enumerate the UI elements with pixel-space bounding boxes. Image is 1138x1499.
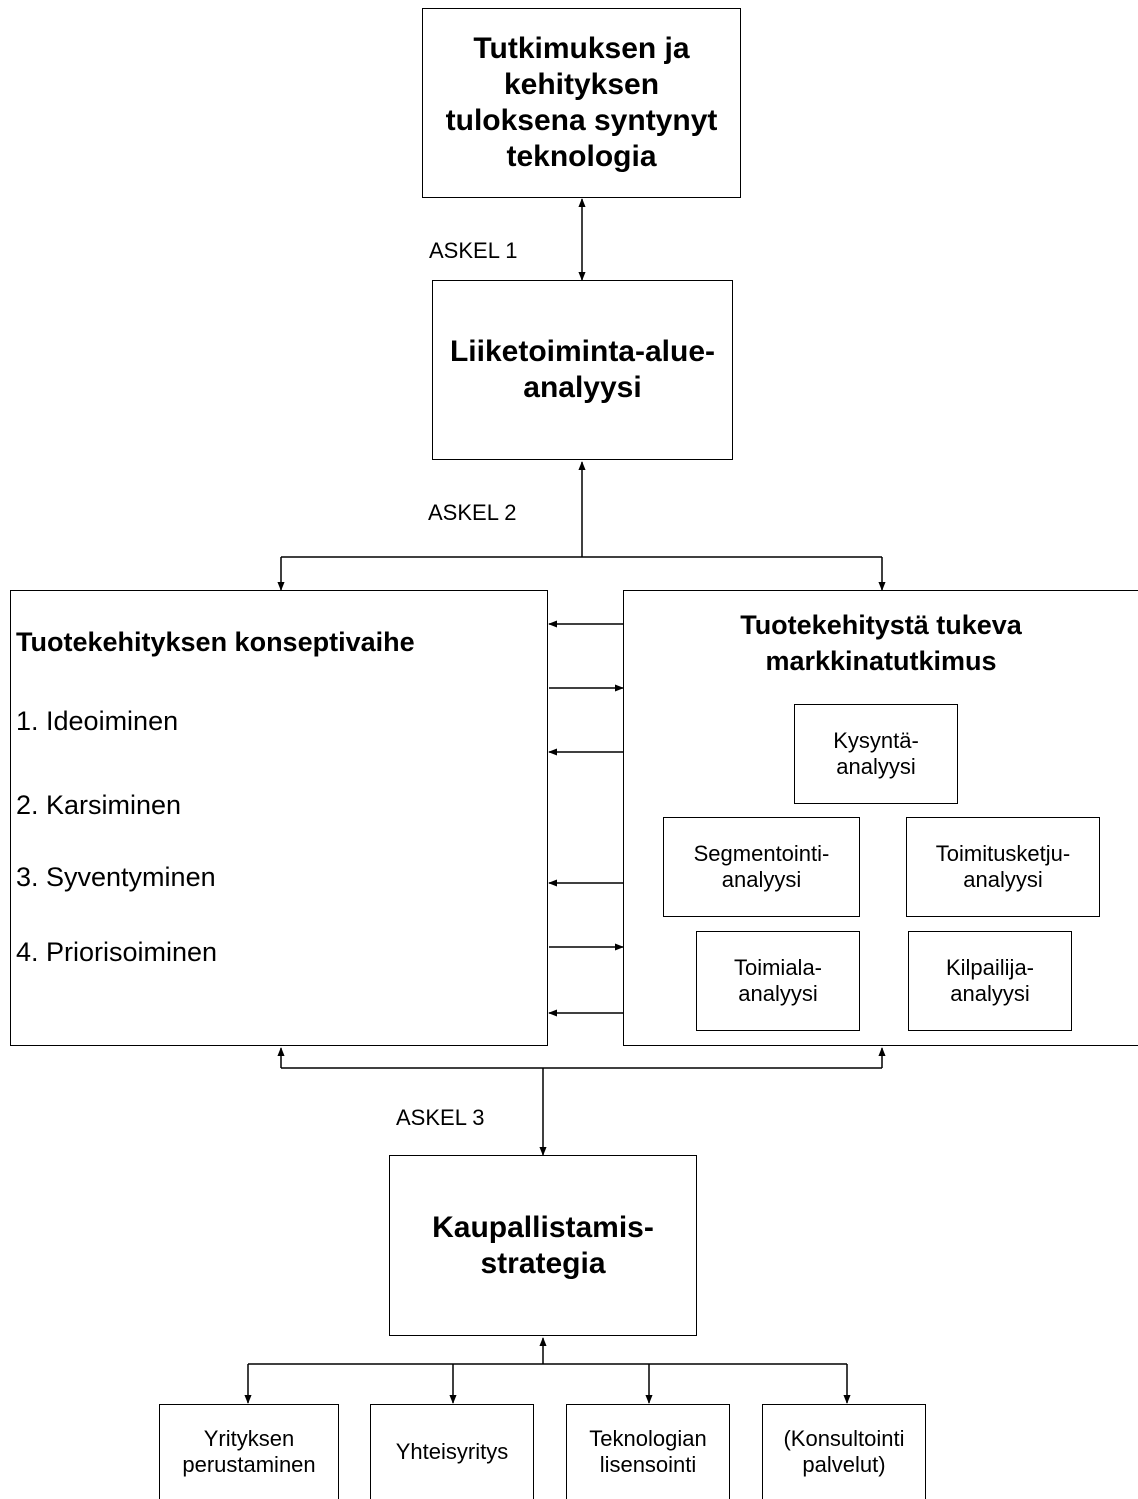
- concept-phase-box: [10, 590, 548, 1046]
- option-label-1: Yrityksen perustaminen: [182, 1426, 316, 1477]
- technology-label: Tutkimuksen ja kehityksen tuloksena synt…: [445, 32, 718, 173]
- option-label-2: Yhteisyritys: [395, 1439, 509, 1464]
- concept-phase-title: Tuotekehityksen konseptivaihe: [16, 627, 415, 657]
- step-1-label: ASKEL 1: [429, 238, 518, 263]
- segmentation-analysis-box: Segmentointi-analyysi: [663, 817, 860, 917]
- concept-step-4: 4. Priorisoiminen: [16, 937, 218, 967]
- concept-step-2: 2. Karsiminen: [16, 790, 182, 820]
- business-area-box: Liiketoiminta-alue-analyysi: [432, 280, 733, 460]
- supply-chain-analysis-box: Toimitusketju-analyysi: [906, 817, 1100, 917]
- industry-analysis-label: Toimiala-analyysi: [733, 955, 823, 1006]
- option-box-1: Yrityksen perustaminen: [159, 1404, 339, 1499]
- segmentation-analysis-label: Segmentointi-analyysi: [693, 841, 830, 892]
- competitor-analysis-box: Kilpailija-analyysi: [908, 931, 1072, 1031]
- commercialization-label: Kaupallistamis-strategia: [432, 1210, 654, 1280]
- step-3-label: ASKEL 3: [396, 1105, 485, 1130]
- demand-analysis-box: Kysyntä-analyysi: [794, 704, 958, 804]
- option-box-2: Yhteisyritys: [370, 1404, 534, 1499]
- supply-chain-analysis-label: Toimitusketju-analyysi: [935, 841, 1071, 892]
- market-research-title: Tuotekehitystä tukeva markkinatutkimus: [740, 610, 1022, 676]
- demand-analysis-label: Kysyntä-analyysi: [833, 728, 919, 779]
- concept-step-1: 1. Ideoiminen: [16, 706, 179, 736]
- competitor-analysis-label: Kilpailija-analyysi: [945, 955, 1035, 1006]
- technology-box: Tutkimuksen ja kehityksen tuloksena synt…: [422, 8, 741, 198]
- step-2-label: ASKEL 2: [428, 500, 517, 525]
- concept-step-3: 3. Syventyminen: [16, 862, 216, 892]
- option-label-4: (Konsultointi palvelut): [783, 1426, 905, 1477]
- business-area-label: Liiketoiminta-alue-analyysi: [449, 335, 716, 404]
- industry-analysis-box: Toimiala-analyysi: [696, 931, 860, 1031]
- option-box-4: (Konsultointi palvelut): [762, 1404, 926, 1499]
- option-label-3: Teknologian lisensointi: [589, 1426, 707, 1477]
- commercialization-box: Kaupallistamis-strategia: [389, 1155, 697, 1336]
- option-box-3: Teknologian lisensointi: [566, 1404, 730, 1499]
